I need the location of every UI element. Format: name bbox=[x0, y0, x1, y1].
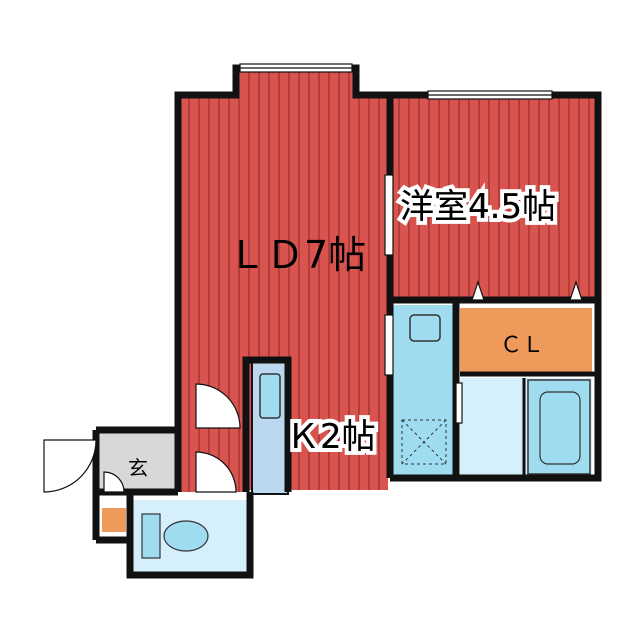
windows bbox=[239, 63, 553, 100]
closet-label: ＣＬ bbox=[500, 333, 544, 358]
western-room bbox=[390, 95, 595, 300]
ld-label: ＬＤ7帖 bbox=[228, 233, 366, 277]
storage-box bbox=[102, 508, 126, 532]
toilet-bowl-icon bbox=[163, 520, 209, 552]
stove-icon bbox=[259, 373, 281, 419]
kitchen-label-fill: Ｋ2帖 bbox=[286, 417, 376, 457]
entrance-label: 玄 bbox=[128, 456, 148, 480]
washing-machine-space bbox=[401, 419, 447, 465]
closet bbox=[460, 308, 592, 372]
western-label: 洋室4.5帖 bbox=[400, 187, 556, 227]
doors bbox=[43, 174, 583, 493]
window-bay bbox=[236, 68, 356, 98]
western-label-fill: 洋室4.5帖 bbox=[400, 187, 556, 227]
kitchen-label: Ｋ2帖 bbox=[286, 417, 376, 457]
toilet-icon bbox=[409, 314, 441, 342]
